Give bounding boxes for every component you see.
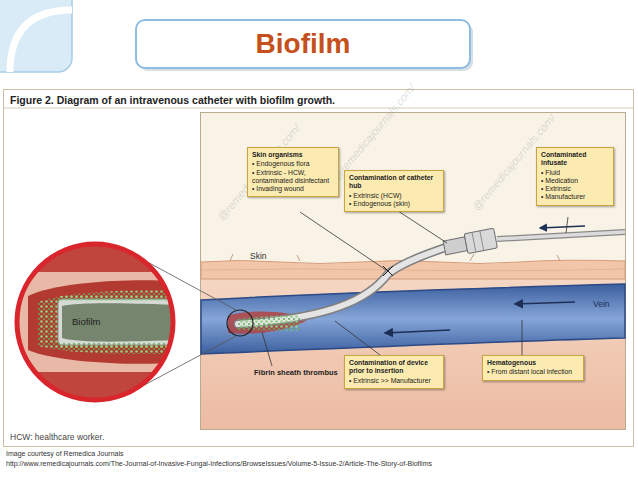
callout-heading: Contamination of device prior to inserti… xyxy=(349,359,439,376)
callout-box: Skin organisms• Endogenous flora• Extrin… xyxy=(247,147,339,197)
leader-line xyxy=(566,217,568,233)
skin-hairs xyxy=(230,254,560,261)
hair xyxy=(557,255,560,261)
callout-item: • Endogenous (skin) xyxy=(349,200,439,208)
callout-item: • Medication xyxy=(541,177,609,185)
credit-note: Image courtesy of Remedica Journals xyxy=(6,450,124,457)
vessel-wall xyxy=(10,372,180,412)
callout-item: • Manufacturer xyxy=(541,193,609,201)
title-area: Biofilm xyxy=(136,20,470,68)
caption-rule xyxy=(4,108,633,109)
entry-mark xyxy=(383,266,393,276)
hair xyxy=(230,254,233,261)
callout-item: • Fluid xyxy=(541,169,609,177)
vein xyxy=(201,284,625,354)
corner-decoration xyxy=(0,0,72,72)
flow-arrow xyxy=(385,330,450,333)
leader-lines xyxy=(262,207,568,366)
callout-box: Hematogenous• From distant local infecti… xyxy=(482,355,584,381)
callout-item: • Extrinsic (HCW) xyxy=(349,192,439,200)
catheter-outline xyxy=(238,247,447,324)
hair xyxy=(297,255,300,261)
tube-outline xyxy=(497,232,625,239)
leader-line xyxy=(335,321,380,355)
magnifier-ring xyxy=(17,244,173,400)
title-text: Biofilm xyxy=(256,28,351,60)
corner-swoosh xyxy=(10,10,72,72)
infusion-tube xyxy=(497,232,625,239)
figure-panel xyxy=(4,90,634,447)
figure-caption: Figure 2. Diagram of an intravenous cath… xyxy=(10,94,335,106)
biofilm-edge xyxy=(58,296,183,301)
hub-ridge xyxy=(480,231,484,251)
leader-line xyxy=(300,212,386,270)
callout-box: Contamination of device prior to inserti… xyxy=(344,355,444,389)
part-label: Fibrin sheath thrombus xyxy=(254,368,338,377)
callout-heading: Contamination of catheter hub xyxy=(349,174,439,191)
callout-item: • Extrinsic - HCW, contaminated disinfec… xyxy=(252,169,334,186)
callout-item: • Endogenous flora xyxy=(252,160,334,168)
hub-part xyxy=(443,237,467,255)
callout-heading: Hematogenous xyxy=(487,359,579,367)
hair xyxy=(470,254,474,261)
flow-arrow xyxy=(515,302,575,304)
callout-item: • Invading wound xyxy=(252,185,334,193)
catheter-section xyxy=(58,299,183,345)
callout-box: Contaminated infusate• Fluid• Medication… xyxy=(536,147,614,206)
callout-heading: Contaminated infusate xyxy=(541,151,609,168)
catheter-hub xyxy=(443,228,498,258)
hub-ridge xyxy=(472,232,476,252)
callout-item: • Extrinsic >> Manufacturer xyxy=(349,377,439,385)
illustration-frame xyxy=(201,113,626,430)
catheter xyxy=(238,247,447,324)
zoom-label: Biofilm xyxy=(72,316,101,327)
callout-item: • Extrinsic xyxy=(541,185,609,193)
zoom-circle xyxy=(227,310,253,336)
biofilm-core xyxy=(62,303,183,341)
leader-line xyxy=(392,207,447,243)
callout-item: • From distant local infection xyxy=(487,368,579,376)
layer-label: Skin xyxy=(250,251,267,261)
callout-heading: Skin organisms xyxy=(252,151,334,159)
title-box xyxy=(136,20,470,68)
leader-line xyxy=(522,320,523,355)
entry-mark xyxy=(383,266,393,276)
hub-part xyxy=(464,228,497,253)
infusate-arrow xyxy=(540,226,585,228)
source-url: http://www.remedicajournals.com/The-Jour… xyxy=(6,460,432,467)
skin-line xyxy=(201,269,625,271)
biofilm-edge xyxy=(58,343,183,348)
biofilm-tip xyxy=(238,315,300,331)
leader-line xyxy=(262,332,272,366)
tissue xyxy=(201,276,625,429)
layer-label: Vein xyxy=(593,299,610,309)
callout-box: Contamination of catheter hub• Extrinsic… xyxy=(344,170,444,212)
footnote: HCW: healthcare worker. xyxy=(10,432,104,442)
magnified-view xyxy=(10,240,183,412)
